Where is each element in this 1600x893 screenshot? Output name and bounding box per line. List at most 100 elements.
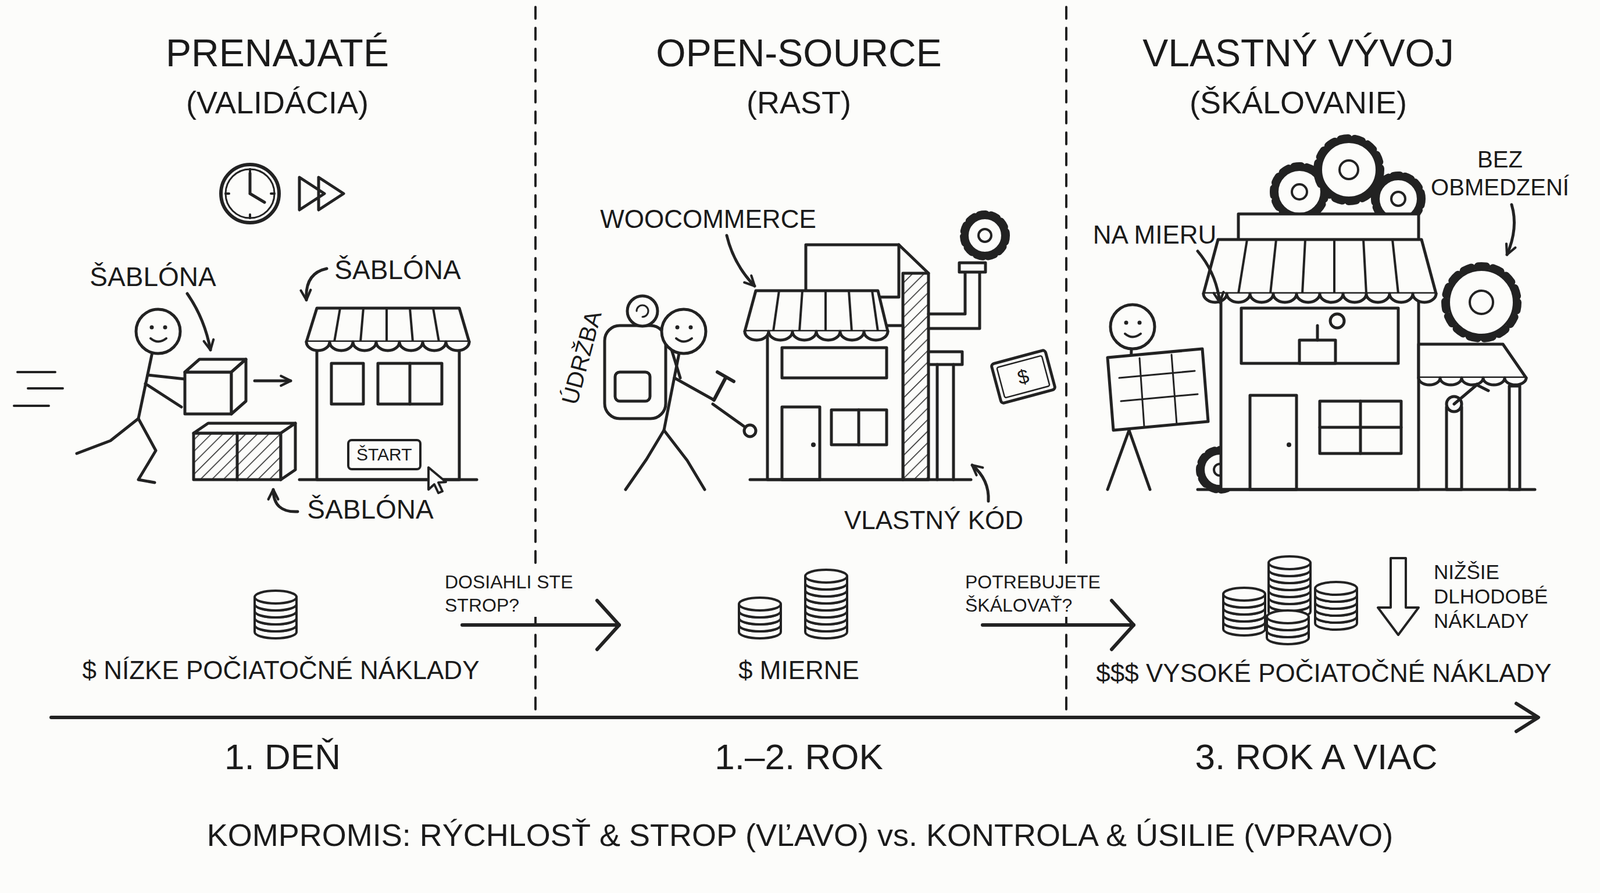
ground-line	[299, 478, 477, 482]
leader-line	[1506, 204, 1515, 255]
awning-scallops	[306, 341, 470, 351]
callout-label: ŠABLÓNA	[89, 261, 216, 294]
door-knob	[811, 442, 816, 448]
figure-head	[661, 309, 706, 354]
callout-label: VLASTNÝ KÓD	[844, 505, 1024, 537]
shop-body	[316, 341, 460, 480]
pipe-joint	[928, 351, 963, 365]
figure-eye	[1124, 320, 1129, 325]
figure-legs	[1107, 430, 1150, 490]
coin-stack	[738, 597, 781, 639]
coin-stack	[254, 590, 297, 639]
gear-hub	[1391, 191, 1406, 206]
mouse-cursor	[428, 467, 446, 494]
gear-hub	[1469, 290, 1494, 314]
column-heading: OPEN-SOURCE	[655, 29, 942, 77]
box-side	[280, 423, 296, 480]
shop-awning	[1203, 239, 1437, 294]
clock-rim	[225, 169, 275, 219]
clock-ticks	[225, 169, 275, 219]
figure-smile	[676, 338, 692, 342]
backpack-pocket	[615, 372, 650, 402]
box-front	[193, 433, 281, 480]
awning-scallops	[744, 331, 888, 341]
shop-side-edge	[898, 244, 929, 274]
coin-stack	[805, 569, 848, 639]
box-seam	[236, 433, 239, 480]
figure-head	[1110, 304, 1155, 349]
coin	[805, 569, 848, 590]
column-subheading: (VALIDÁCIA)	[165, 83, 389, 121]
shop-side	[902, 273, 929, 480]
column-heading: PRENAJATÉ	[165, 29, 389, 77]
gear-hub	[1291, 184, 1307, 200]
gear-body	[967, 218, 1003, 253]
awning-scallops	[1203, 293, 1437, 303]
figure-eye	[675, 325, 680, 330]
robot-arm	[1446, 406, 1462, 490]
button-text: ŠTART	[356, 444, 413, 466]
coin-stack	[1223, 587, 1266, 636]
awning-stripes	[334, 308, 439, 342]
robot-arm	[1454, 384, 1489, 405]
edge-label: POTREBUJETE ŠKÁLOVAŤ?	[965, 570, 1108, 617]
coin	[254, 590, 297, 611]
bedroll	[627, 295, 658, 327]
shop-window	[831, 409, 887, 445]
window-bar	[408, 363, 412, 405]
figure-head	[136, 309, 181, 354]
stage-column: PRENAJATÉ (VALIDÁCIA) ŠTART	[34, 14, 463, 689]
shop-window	[331, 363, 364, 405]
box-top	[193, 423, 296, 434]
shop-window	[1319, 401, 1402, 454]
clock-hands	[250, 173, 265, 203]
timeline-label: 1. DEŇ	[224, 735, 341, 779]
drawing	[13, 6, 1539, 732]
gear-body	[1320, 141, 1377, 198]
bedroll-spiral	[636, 305, 649, 317]
blueprint-grid	[1119, 354, 1198, 427]
gear-icon	[1317, 138, 1381, 202]
ground-line	[1197, 488, 1535, 492]
column-heading: VLASTNÝ VÝVOJ	[1142, 29, 1455, 77]
awning-stripes	[1238, 239, 1399, 294]
backpack	[604, 325, 666, 419]
box-front	[184, 372, 232, 414]
shop-window	[377, 363, 442, 405]
figure-eye	[163, 325, 168, 330]
figure-eye	[688, 325, 694, 330]
start-button: ŠTART	[347, 438, 422, 471]
window-bars	[1319, 401, 1402, 454]
figure-eye	[1137, 320, 1142, 325]
side-post	[1509, 386, 1520, 490]
gear-icon	[963, 214, 1006, 257]
pipe-cap	[959, 262, 986, 273]
banknote	[991, 350, 1056, 404]
cost-label: $ MIERNE	[738, 655, 860, 687]
callout-label: BEZ OBMEDZENÍ	[1427, 145, 1573, 202]
counter-item	[1299, 340, 1336, 364]
shop-body	[1220, 293, 1419, 490]
coin-stack	[1315, 581, 1357, 630]
leader-line	[273, 489, 298, 512]
blueprint	[1107, 348, 1209, 431]
timeline-label: 1.–2. ROK	[714, 735, 883, 779]
gear-teeth	[1317, 138, 1381, 202]
timeline-label: 3. ROK A VIAC	[1195, 735, 1438, 779]
column-subheading: (RAST)	[655, 83, 942, 121]
caption: KOMPROMIS: RÝCHLOSŤ & STROP (VĽAVO) vs. …	[206, 816, 1394, 855]
coin	[738, 597, 781, 618]
cost-label: $ NÍZKE POČIATOČNÉ NÁKLADY	[82, 655, 480, 687]
down-arrow	[1377, 558, 1419, 635]
cost-note: NIŽŠIE DLHODOBÉ NÁKLADY	[1433, 559, 1559, 634]
coin-stack	[1266, 610, 1309, 645]
shop-awning	[744, 290, 888, 332]
gear-hub	[1339, 160, 1359, 180]
transition-arrow	[982, 623, 1134, 627]
hammer	[713, 372, 734, 400]
timeline-arrowhead	[1516, 703, 1539, 732]
banknote-icon	[991, 350, 1056, 404]
callout-label: ŠABLÓNA	[306, 493, 434, 526]
figure-arm	[674, 377, 714, 400]
